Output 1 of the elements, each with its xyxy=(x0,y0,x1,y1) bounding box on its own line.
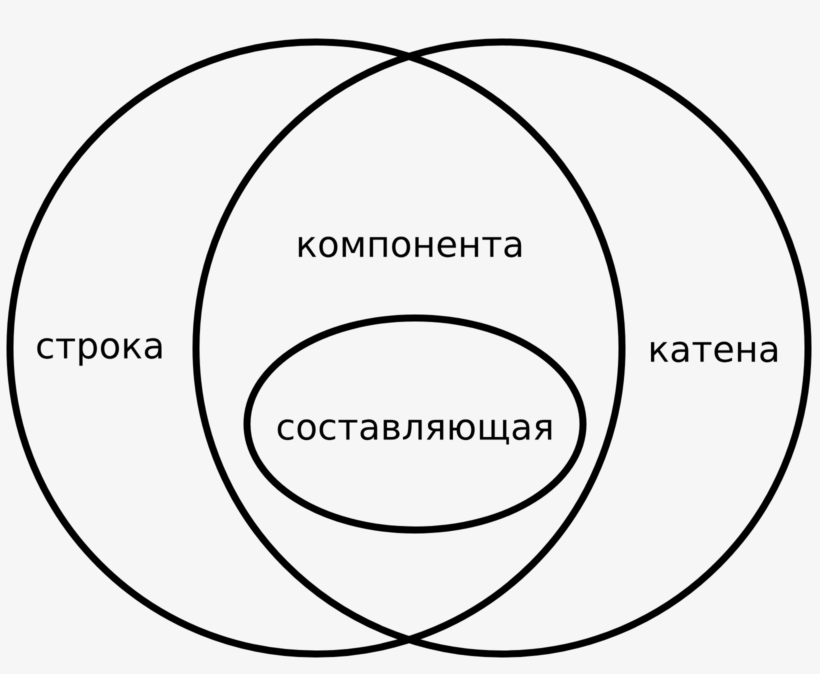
region-label: компонента xyxy=(298,236,522,258)
